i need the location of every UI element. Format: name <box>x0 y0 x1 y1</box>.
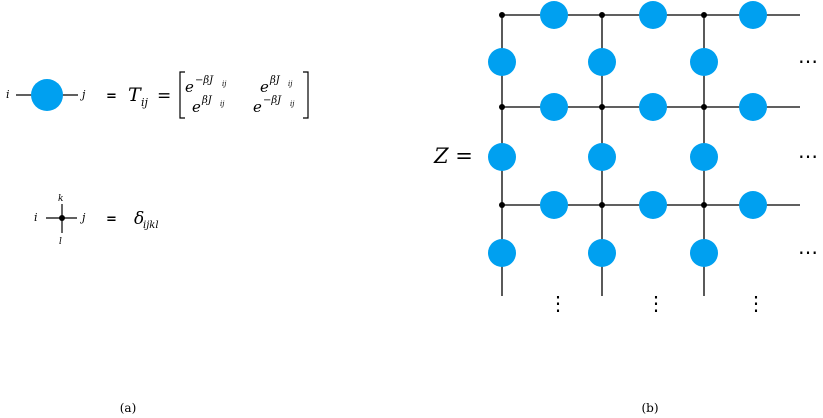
vertex-dot <box>599 104 605 110</box>
vertex-dot <box>701 202 707 208</box>
hdots: ⋯ <box>798 49 818 73</box>
vertex-dot <box>599 202 605 208</box>
bond-tensor-node <box>739 1 767 29</box>
edge-tensor-definition: i j = T ij = e −βJ ij e βJ ij e <box>6 71 309 119</box>
vdots: ⋮ <box>646 291 666 315</box>
svg-text:e: e <box>192 98 201 116</box>
panel-b: Z = <box>433 1 818 415</box>
bond-tensor-node <box>540 1 568 29</box>
bond-tensor-node <box>639 93 667 121</box>
bond-tensor-node <box>739 191 767 219</box>
bond-tensor-node <box>690 48 718 76</box>
bond-tensor-node <box>540 191 568 219</box>
edge-equals-sign: = <box>106 89 117 104</box>
vertical-continuation-dots: ⋮ ⋮ ⋮ <box>548 291 766 315</box>
vertex-dot <box>499 104 505 110</box>
svg-text:ij: ij <box>222 80 227 88</box>
vertex-left-index: i <box>34 211 38 224</box>
matrix-entry-1-1: e −βJ ij <box>185 75 227 96</box>
vertex-dot <box>499 12 505 18</box>
matrix-entry-2-2: e −βJ ij <box>253 95 295 116</box>
svg-text:e: e <box>185 78 194 96</box>
vdots: ⋮ <box>746 291 766 315</box>
bond-tensor-node <box>488 143 516 171</box>
svg-text:βJ: βJ <box>269 75 281 86</box>
vertex-dot <box>701 104 707 110</box>
bond-tensor-node <box>488 48 516 76</box>
panel-a: i j = T ij = e −βJ ij e βJ ij e <box>6 71 309 415</box>
vdots: ⋮ <box>548 291 568 315</box>
vertex-equals-sign: = <box>106 212 117 227</box>
bond-tensor-node <box>588 143 616 171</box>
svg-text:ij: ij <box>290 100 295 108</box>
vertex-delta-node <box>59 215 65 221</box>
vertex-delta-symbol: δ <box>134 209 144 229</box>
svg-text:ij: ij <box>220 100 225 108</box>
vertex-top-index: k <box>58 194 63 204</box>
matrix-left-bracket <box>179 71 185 119</box>
bond-tensor-node <box>588 48 616 76</box>
svg-text:e: e <box>253 98 262 116</box>
edge-lhs-subscript: ij <box>141 96 149 109</box>
bond-tensor-node <box>739 93 767 121</box>
vertical-bond-tensors <box>488 48 718 267</box>
bond-tensor-node <box>639 1 667 29</box>
vertex-bottom-index: l <box>59 237 62 247</box>
vertex-tensor-definition: i k l j = δ ijkl <box>34 194 159 247</box>
lattice-lines <box>501 14 800 296</box>
matrix-entry-1-2: e βJ ij <box>260 75 293 96</box>
horizontal-continuation-dots: ⋯ ⋯ ⋯ <box>798 49 818 264</box>
bond-tensor-node <box>488 239 516 267</box>
svg-text:−βJ: −βJ <box>195 75 214 86</box>
panel-b-caption: (b) <box>641 401 658 415</box>
hdots: ⋯ <box>798 144 818 168</box>
matrix-entry-2-1: e βJ ij <box>192 95 225 116</box>
edge-lhs-symbol: T <box>128 84 142 106</box>
svg-text:−βJ: −βJ <box>263 95 282 106</box>
matrix-right-bracket <box>303 71 309 119</box>
hdots: ⋯ <box>798 240 818 264</box>
bond-tensor-node <box>639 191 667 219</box>
svg-text:e: e <box>260 78 269 96</box>
edge-right-index: j <box>79 88 86 101</box>
partition-function-lhs: Z = <box>433 144 473 168</box>
lattice-vertex-dots <box>499 12 707 208</box>
panel-a-caption: (a) <box>120 401 137 415</box>
vertex-delta-subscript: ijkl <box>143 220 159 231</box>
bond-tensor-node <box>690 143 718 171</box>
vertex-right-index: j <box>79 211 86 224</box>
vertex-dot <box>701 12 707 18</box>
vertex-dot <box>499 202 505 208</box>
horizontal-bond-tensors <box>540 1 767 219</box>
edge-tensor-node <box>31 79 63 111</box>
edge-lhs-equals: = <box>157 86 171 106</box>
bond-tensor-node <box>588 239 616 267</box>
edge-left-index: i <box>6 88 10 101</box>
bond-tensor-node <box>690 239 718 267</box>
bond-tensor-node <box>540 93 568 121</box>
svg-text:ij: ij <box>288 80 293 88</box>
svg-text:βJ: βJ <box>201 95 213 106</box>
vertex-dot <box>599 12 605 18</box>
